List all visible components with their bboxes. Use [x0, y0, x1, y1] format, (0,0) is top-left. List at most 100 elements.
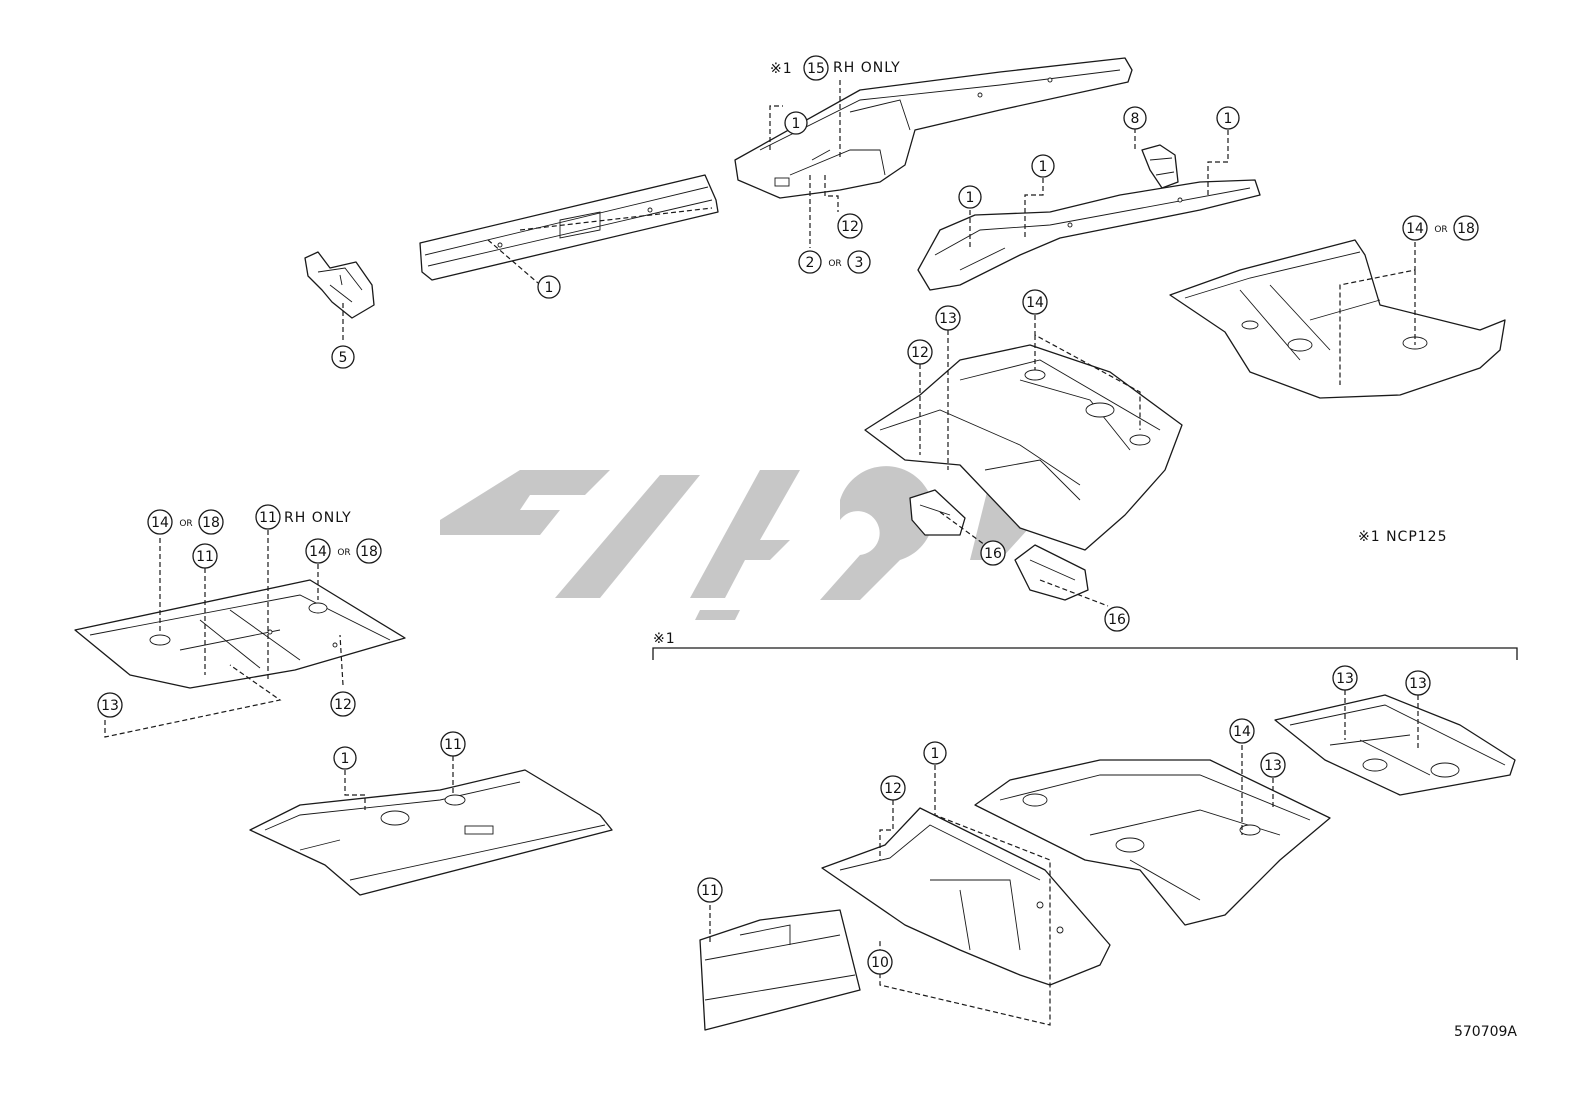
svg-text:16: 16	[984, 546, 1002, 562]
svg-text:12: 12	[334, 697, 352, 713]
section-mark-1: ※1	[653, 631, 676, 647]
part-bracket-16-a	[909, 489, 966, 536]
svg-text:16: 16	[1108, 612, 1126, 628]
callout-8: 8	[1123, 106, 1147, 130]
svg-text:1: 1	[341, 751, 350, 767]
callout-12-left-panel: 12	[330, 691, 356, 717]
svg-text:13: 13	[1409, 676, 1427, 692]
callout-12-center-floor: 12	[907, 339, 933, 365]
svg-text:14: 14	[151, 515, 169, 531]
callout-14-rear-pan: 14	[1402, 215, 1428, 241]
svg-text:12: 12	[911, 345, 929, 361]
callout-16-b: 16	[1104, 606, 1130, 632]
callout-13-left-panel: 13	[97, 692, 123, 718]
part-bracket-8	[1141, 144, 1179, 189]
callout-1-side-rail: 1	[537, 275, 561, 299]
callout-18-rear-pan: 18	[1453, 215, 1479, 241]
callout-3: 3	[847, 250, 871, 274]
svg-text:1: 1	[792, 116, 801, 132]
part-rear-side-member	[917, 179, 1261, 291]
svg-text:18: 18	[1457, 221, 1475, 237]
callout-11-left-panel-a: 11	[192, 543, 218, 569]
ncp125-section-bracket	[652, 647, 1518, 660]
svg-text:13: 13	[1264, 758, 1282, 774]
part-center-floor	[864, 344, 1183, 551]
callout-1-frame-rail: 1	[784, 111, 808, 135]
callout-12-frame-rail: 12	[837, 213, 863, 239]
callout-12-dash-panel: 12	[880, 775, 906, 801]
svg-text:12: 12	[884, 781, 902, 797]
svg-text:5: 5	[339, 350, 348, 366]
svg-text:11: 11	[701, 883, 719, 899]
part-rear-floor-pan	[1169, 239, 1506, 399]
or-connector: OR	[828, 259, 841, 269]
callout-2: 2	[798, 250, 822, 274]
callout-1-dash-panel: 1	[923, 741, 947, 765]
note-rh-only-11: RH ONLY	[284, 510, 352, 526]
part-ncp125-center-floor	[974, 759, 1331, 926]
or-connector: OR	[1434, 225, 1447, 235]
svg-text:14: 14	[309, 544, 327, 560]
callout-11-front-floor: 11	[440, 731, 466, 757]
svg-text:13: 13	[101, 698, 119, 714]
part-front-floor-panel	[249, 769, 613, 896]
callout-10: 10	[867, 949, 893, 975]
svg-text:15: 15	[807, 61, 825, 77]
callout-1-rear-member-c: 1	[1216, 106, 1240, 130]
svg-text:14: 14	[1406, 221, 1424, 237]
svg-text:2: 2	[806, 255, 815, 271]
svg-text:11: 11	[444, 737, 462, 753]
callout-14-center-floor: 14	[1022, 289, 1048, 315]
callout-15: 15	[803, 55, 829, 81]
part-ncp125-rear-floor	[1274, 694, 1516, 796]
svg-text:12: 12	[841, 219, 859, 235]
callout-14-left-panel-a: 14	[147, 509, 173, 535]
svg-text:18: 18	[202, 515, 220, 531]
note-ncp125: ※1 NCP125	[1358, 529, 1448, 545]
svg-text:11: 11	[196, 549, 214, 565]
callout-16-a: 16	[980, 540, 1006, 566]
svg-text:13: 13	[1336, 671, 1354, 687]
leader-lines	[104, 80, 1419, 1026]
callout-1-rear-member-a: 1	[958, 185, 982, 209]
svg-text:1: 1	[931, 746, 940, 762]
part-left-floor-panel	[74, 579, 406, 689]
svg-text:1: 1	[966, 190, 975, 206]
svg-text:10: 10	[871, 955, 889, 971]
svg-text:11: 11	[259, 510, 277, 526]
callout-13-ncp125-rear-a: 13	[1332, 665, 1358, 691]
svg-text:1: 1	[545, 280, 554, 296]
callout-5: 5	[331, 345, 355, 369]
callout-1-rear-member-b: 1	[1031, 154, 1055, 178]
note-mark-1: ※1	[770, 61, 793, 77]
callout-13-ncp125-center: 13	[1260, 752, 1286, 778]
or-connector: OR	[337, 548, 350, 558]
part-front-frame-rail	[734, 57, 1133, 199]
callout-18-left-panel-b: 18	[356, 538, 382, 564]
callout-14-ncp125: 14	[1229, 718, 1255, 744]
part-bracket-16-b	[1014, 544, 1089, 601]
or-connector: OR	[179, 519, 192, 529]
svg-text:8: 8	[1131, 111, 1140, 127]
callout-18-left-panel-a: 18	[198, 509, 224, 535]
svg-text:13: 13	[939, 311, 957, 327]
callout-14-left-panel-b: 14	[305, 538, 331, 564]
svg-text:14: 14	[1026, 295, 1044, 311]
part-side-rail	[419, 174, 719, 281]
part-bracket-5	[304, 251, 375, 319]
callout-11-ncp125: 11	[697, 877, 723, 903]
callout-13-ncp125-rear-b: 13	[1405, 670, 1431, 696]
note-rh-only-15: RH ONLY	[833, 60, 901, 76]
svg-text:1: 1	[1224, 111, 1233, 127]
svg-text:1: 1	[1039, 159, 1048, 175]
part-ncp125-dash-panel	[821, 807, 1111, 986]
callout-11-left-panel-b: 11	[255, 504, 281, 530]
svg-text:3: 3	[855, 255, 864, 271]
part-ncp125-front-floor	[699, 909, 861, 1031]
svg-text:14: 14	[1233, 724, 1251, 740]
figure-code: 570709A	[1454, 1024, 1517, 1040]
callout-1-front-floor: 1	[333, 746, 357, 770]
svg-text:18: 18	[360, 544, 378, 560]
